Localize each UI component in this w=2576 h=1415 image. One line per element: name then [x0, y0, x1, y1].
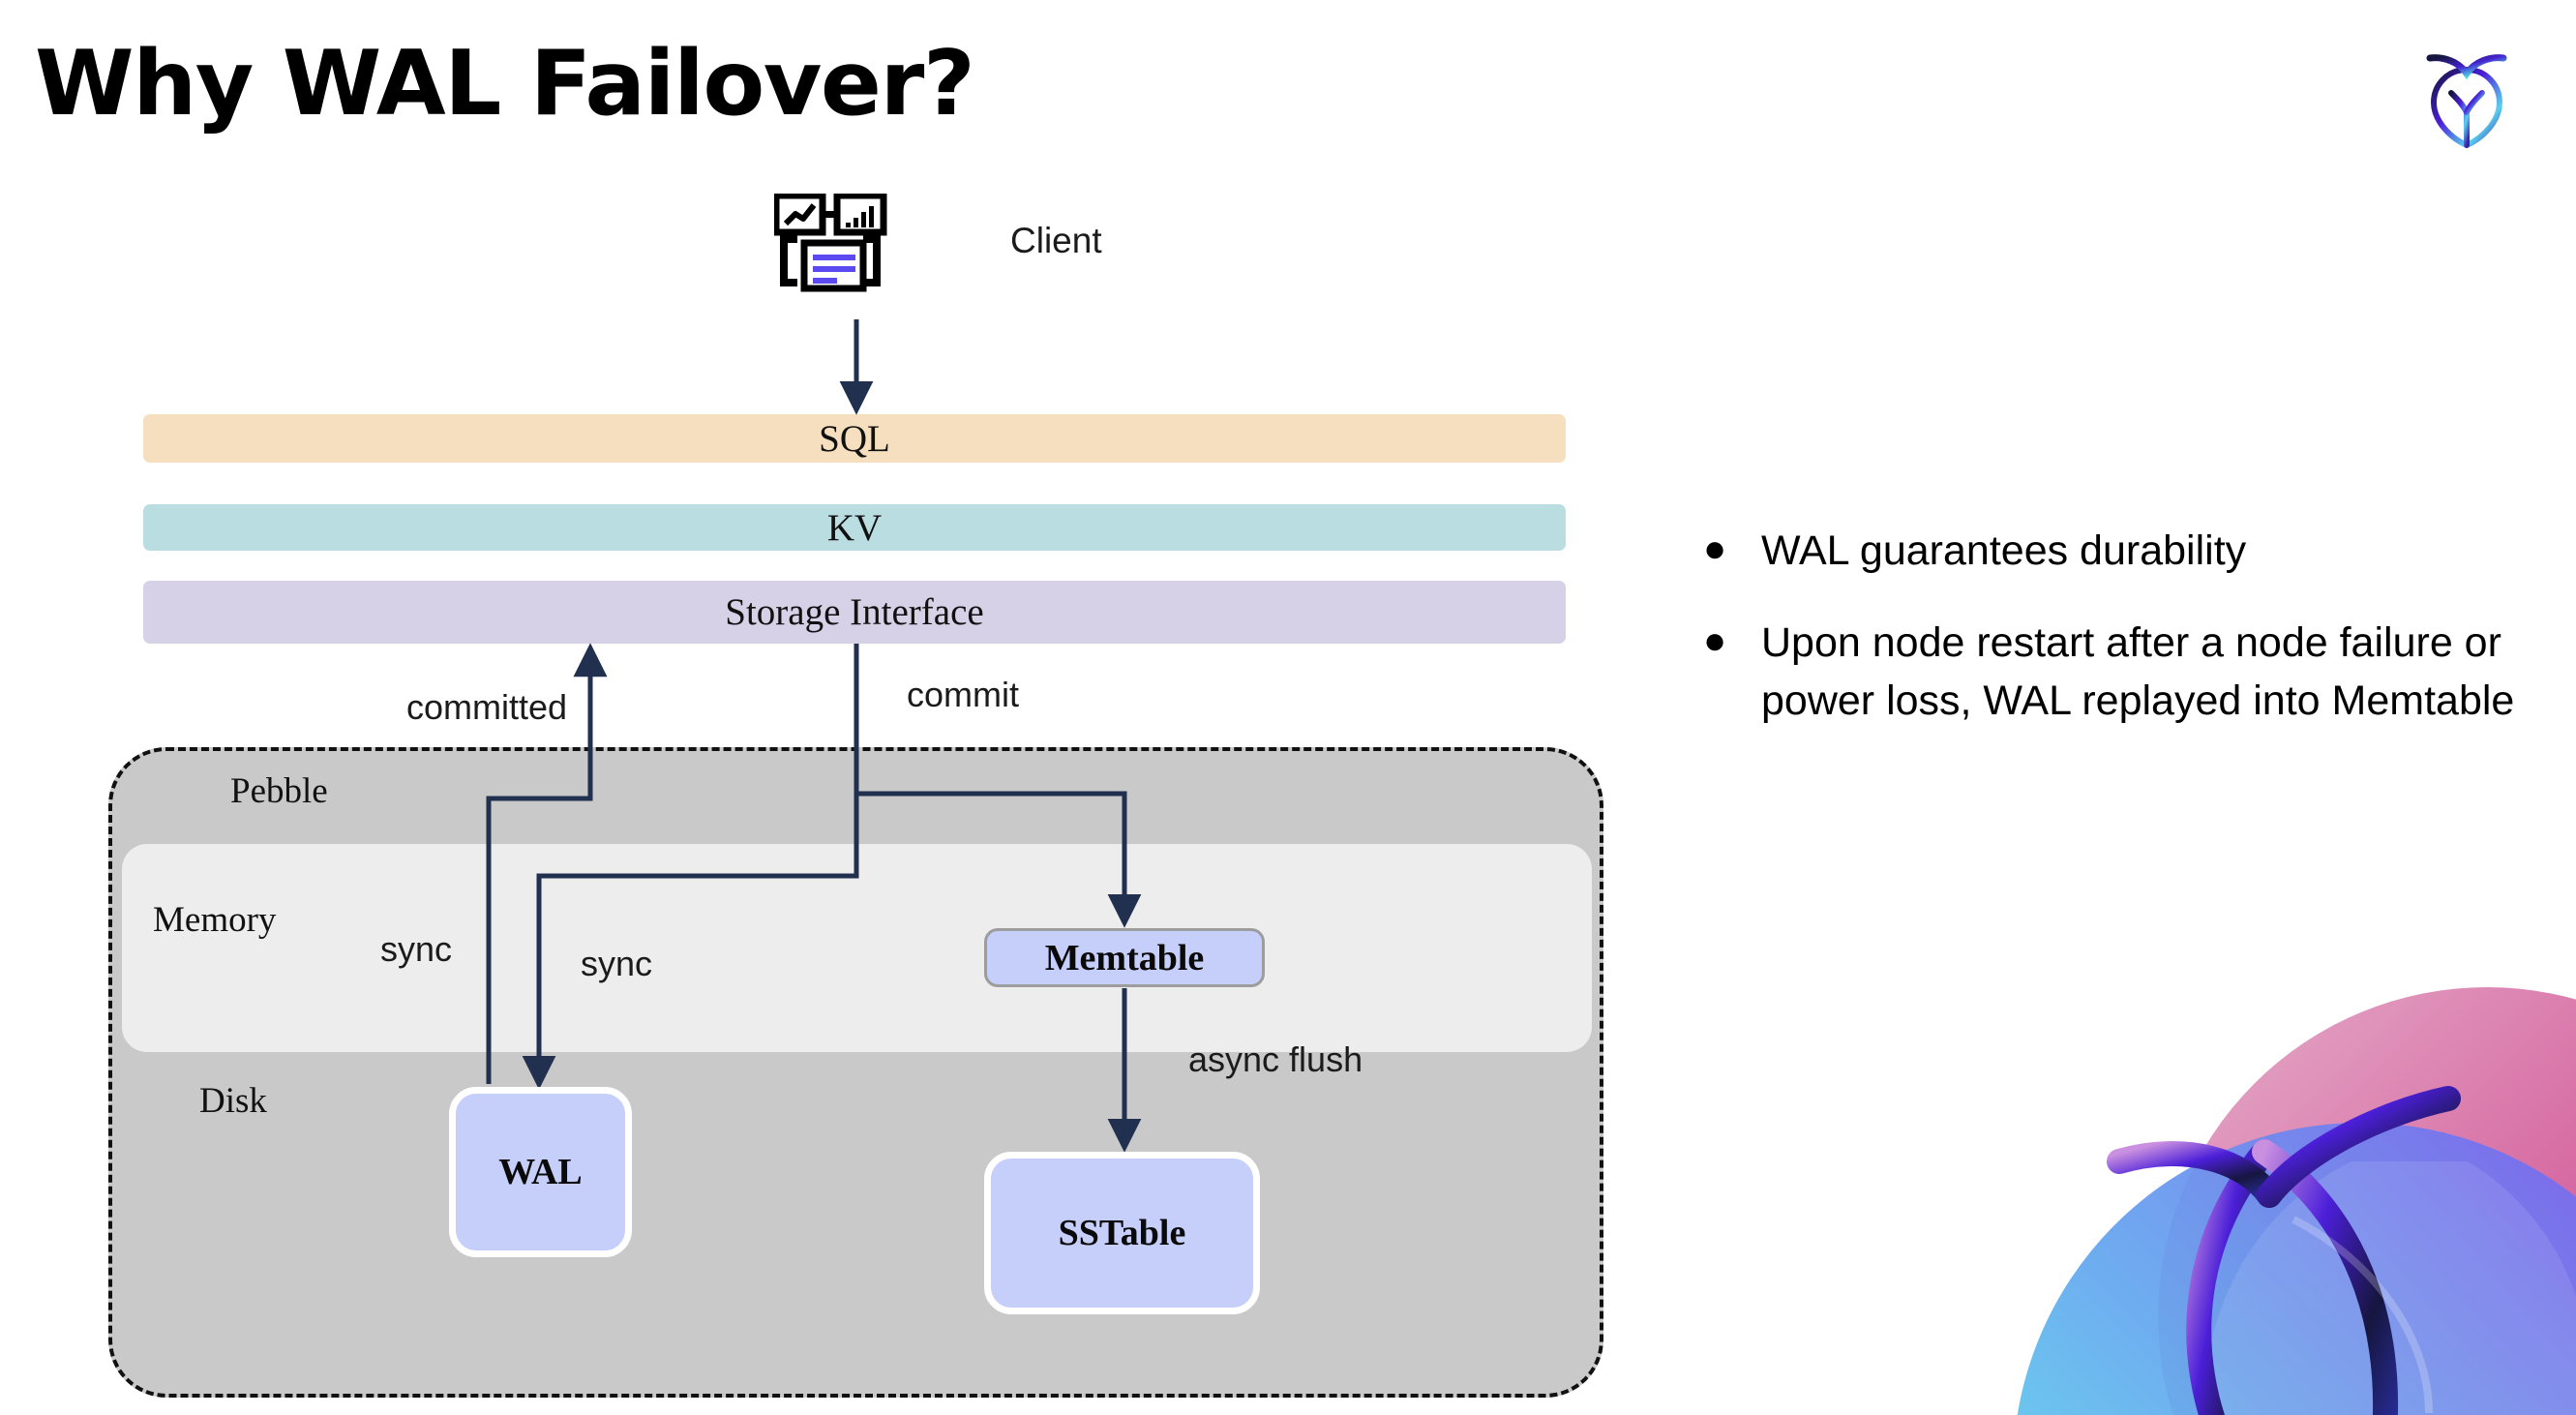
- pebble-container: Pebble Memory Disk: [108, 747, 1603, 1398]
- bullet-text: WAL guarantees durability: [1761, 527, 2247, 574]
- layer-label-kv: KV: [826, 506, 883, 549]
- edge-label-sync-right: sync: [581, 944, 653, 983]
- cockroachdb-logo-icon: [2409, 37, 2527, 151]
- node-sstable: SSTable: [984, 1152, 1260, 1314]
- bullet-marker-icon: ●: [1703, 527, 1727, 570]
- disk-label: Disk: [199, 1081, 267, 1121]
- list-item: ● Upon node restart after a node failure…: [1703, 615, 2535, 730]
- layer-bar-kv: KV: [143, 504, 1566, 551]
- node-wal: WAL: [449, 1087, 632, 1257]
- client-workstation-icon: [772, 192, 924, 319]
- memory-region: [122, 844, 1592, 1052]
- memory-label: Memory: [153, 900, 277, 940]
- edge-label-commit: commit: [907, 675, 1019, 714]
- bullet-text: Upon node restart after a node failure o…: [1761, 619, 2515, 724]
- pebble-label: Pebble: [230, 771, 328, 811]
- client-label: Client: [1010, 221, 1102, 260]
- layer-label-sql: SQL: [819, 417, 890, 460]
- layer-label-storage-interface: Storage Interface: [725, 591, 984, 633]
- edge-label-committed: committed: [406, 687, 568, 727]
- cockroachdb-decorative-gradient-icon: [1945, 929, 2576, 1415]
- list-item: ● WAL guarantees durability: [1703, 523, 2535, 580]
- layer-bar-storage-interface: Storage Interface: [143, 581, 1566, 644]
- node-label-wal: WAL: [498, 1152, 583, 1192]
- node-label-memtable: Memtable: [1044, 937, 1205, 978]
- node-label-sstable: SSTable: [1058, 1213, 1186, 1253]
- edge-label-sync-left: sync: [380, 929, 453, 969]
- node-memtable: Memtable: [984, 928, 1265, 987]
- page-title: Why WAL Failover?: [35, 31, 975, 135]
- bullet-marker-icon: ●: [1703, 619, 1727, 663]
- edge-label-async-flush: async flush: [1188, 1039, 1363, 1079]
- layer-bar-sql: SQL: [143, 414, 1566, 463]
- bullet-list: ● WAL guarantees durability ● Upon node …: [1703, 523, 2535, 765]
